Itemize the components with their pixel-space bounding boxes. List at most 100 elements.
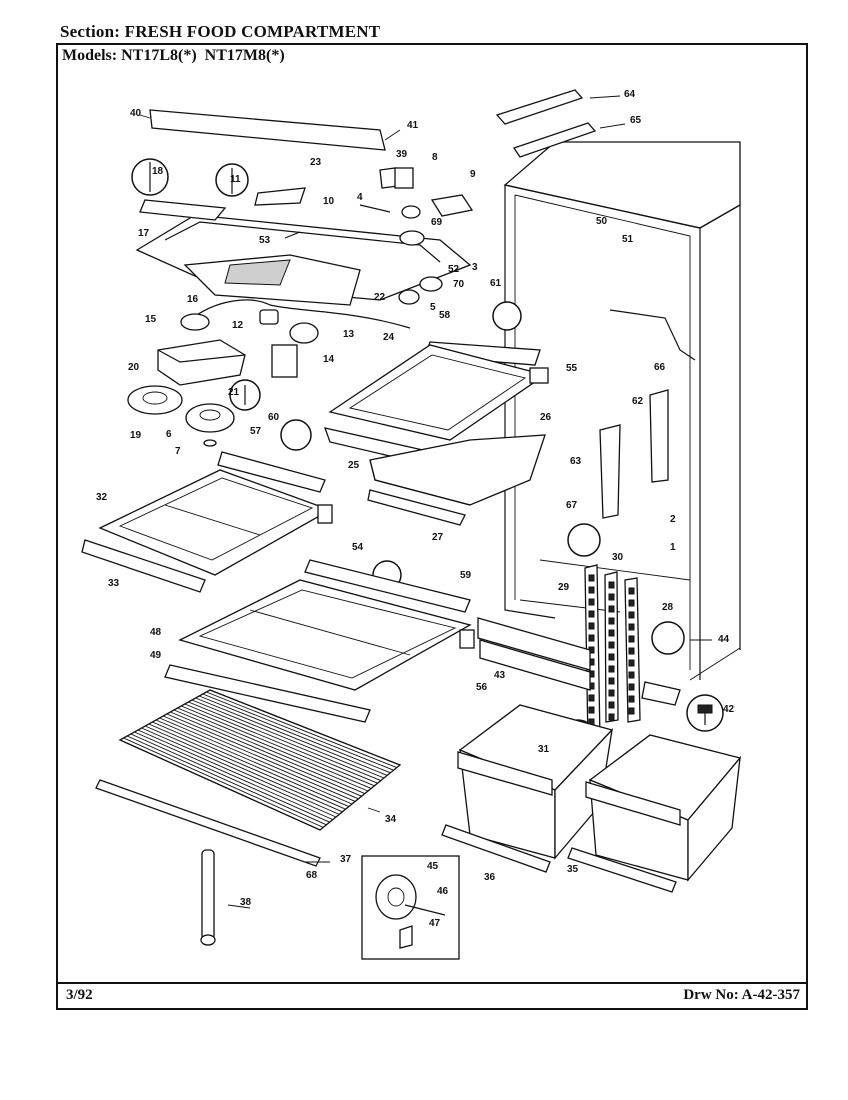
cabinet-liner [503,141,741,681]
part-label-45: 45 [427,861,439,872]
wire-rod [123,737,324,828]
ladder-slot [608,701,615,709]
wire-rod [181,705,375,787]
wire-rod [145,725,343,813]
part-label-37: 37 [340,854,352,865]
part-label-66: 66 [654,362,666,373]
part-label-14: 14 [323,354,335,365]
wire-rod [119,739,321,831]
models-line: Models: NT17L8(*) NT17M8(*) [62,47,285,65]
ladder-slot [628,695,635,703]
ladder-slot [588,586,595,594]
ladder-slot [588,610,595,618]
part-label-59: 59 [460,570,472,581]
part-label-65: 65 [630,115,642,126]
wire-rod [163,715,359,800]
wire-rod [195,697,388,776]
shelf-ladders [584,389,669,744]
wire-rod [170,711,365,795]
part-label-56: 56 [476,682,488,693]
part-label-7: 7 [175,446,181,457]
part-label-32: 32 [96,492,108,503]
wire-rod [191,699,385,779]
drawing-frame [56,43,808,1010]
footer-rule [57,982,807,984]
wire-rod [152,721,349,808]
part-label-29: 29 [558,582,570,593]
part-label-23: 23 [310,157,322,168]
wire-rod [199,695,391,774]
part-label-61: 61 [490,278,502,289]
part-label-38: 38 [240,897,252,908]
models-label: Models: [62,47,118,64]
part-label-11: 11 [230,174,241,185]
part-label-60: 60 [268,412,280,423]
wire-rod [188,701,381,782]
part-label-35: 35 [567,864,579,875]
ladder-slot [608,665,615,673]
ladder-slot [608,641,615,649]
part-label-25: 25 [348,460,360,471]
part-label-20: 20 [128,362,140,373]
part-label-43: 43 [494,670,506,681]
crisper-drawers [441,704,742,893]
wire-rod [159,717,356,802]
part-number-labels: 1234567891011121314151617181920212223242… [96,89,735,929]
top-cover-assembly [135,109,474,306]
drawing-number: Drw No: A-42-357 [683,987,800,1003]
part-label-9: 9 [470,169,476,180]
part-label-15: 15 [145,314,157,325]
ladder-slot [628,623,635,631]
roller-detail-inset [361,855,460,960]
models-value: NT17L8(*) NT17M8(*) [121,47,285,64]
part-label-57: 57 [250,426,262,437]
ladder-slot [588,694,595,702]
part-label-46: 46 [437,886,449,897]
wire-rod [134,731,333,821]
leader-lines [139,95,712,909]
ladder-slot [588,598,595,606]
part-label-69: 69 [431,217,443,228]
wire-rod [127,735,327,826]
part-label-54: 54 [352,542,364,553]
ladder-slot [608,593,615,601]
part-label-4: 4 [357,192,363,203]
part-label-70: 70 [453,279,465,290]
wire-rod [155,719,353,805]
part-label-33: 33 [108,578,120,589]
ladder-slot [588,574,595,582]
part-label-50: 50 [596,216,608,227]
section-title: Section: FRESH FOOD COMPARTMENT [60,22,380,42]
wire-rod [130,733,330,823]
ladder-slot [588,622,595,630]
wire-shelf [95,689,402,867]
part-label-2: 2 [670,514,676,525]
ladder-slot [628,659,635,667]
ladder-slot [608,617,615,625]
wire-rod [184,703,378,784]
ladder-slot [628,647,635,655]
ladder-slot [588,706,595,714]
wire-rod [209,689,401,766]
ladder-slots [588,574,635,738]
ladder-slot [608,629,615,637]
part-label-63: 63 [570,456,582,467]
ladder-slot [628,587,635,595]
part-label-41: 41 [407,120,419,131]
wire-rod [137,729,337,818]
part-label-5: 5 [430,302,436,313]
part-label-62: 62 [632,396,644,407]
part-label-40: 40 [130,108,142,119]
wire-rod [166,713,362,797]
wire-rod [173,709,369,792]
ladder-slot [628,599,635,607]
ladder-slot [588,634,595,642]
part-label-51: 51 [622,234,634,245]
part-label-1: 1 [670,542,676,553]
ladder-slot [628,683,635,691]
part-label-19: 19 [130,430,142,441]
part-label-55: 55 [566,363,578,374]
part-label-6: 6 [166,429,172,440]
wire-rod [177,707,372,789]
